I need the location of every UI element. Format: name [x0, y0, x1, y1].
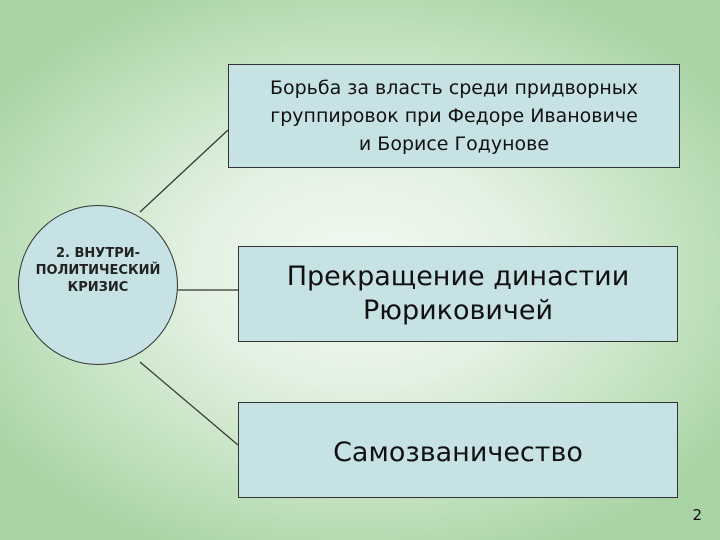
- box-dynasty-end: Прекращение династии Рюриковичей: [238, 246, 678, 342]
- box-power-struggle-label: Борьба за власть среди придворных группи…: [269, 77, 639, 155]
- box-power-struggle: Борьба за власть среди придворных группи…: [228, 64, 680, 168]
- page-number: 2: [692, 506, 702, 524]
- center-node-label: 2. ВНУТРИ- ПОЛИТИЧЕСКИЙ КРИЗИС: [35, 245, 161, 295]
- box-imposture-label: Самозваничество: [333, 437, 583, 468]
- connector-to-box-3: [139, 361, 239, 446]
- box-dynasty-end-label: Прекращение династии Рюриковичей: [286, 261, 630, 326]
- connector-to-box-1: [139, 129, 229, 213]
- center-node-crisis: 2. ВНУТРИ- ПОЛИТИЧЕСКИЙ КРИЗИС: [18, 205, 178, 365]
- box-imposture: Самозваничество: [238, 402, 678, 498]
